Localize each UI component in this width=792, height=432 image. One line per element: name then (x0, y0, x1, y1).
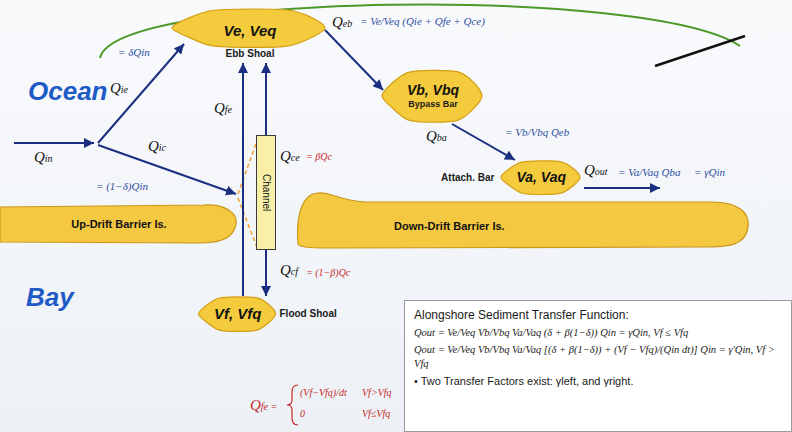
transfer-arc (100, 5, 740, 58)
flux-formula: = (1−β)Qc (306, 266, 350, 279)
formula-box: Alongshore Sediment Transfer Function: Qo… (404, 300, 792, 432)
split-dash (238, 198, 258, 250)
label-slot: 0 (300, 407, 305, 420)
shoal-shape (172, 9, 325, 47)
edge-label-slot: Qfe (214, 100, 232, 118)
node-text: Ve, Veq (175, 8, 325, 48)
flux-formula: = Vb/Vbq Qeb (505, 126, 569, 139)
edge-label-slot: Qcf (280, 262, 298, 280)
node-text: Va, Vaq (502, 160, 580, 195)
shoal-shape (198, 297, 275, 332)
label-slot: Vf>Vfq (362, 386, 392, 399)
node-caption: • Two Transfer Factors exist: γleft, and… (414, 374, 782, 389)
island-shape (0, 205, 236, 243)
node-text: Up-Drift Barrier Is. (71, 218, 166, 230)
flux-symbol: Qce (280, 148, 300, 166)
channel-box: Channel (256, 135, 276, 250)
pointer-line (655, 36, 745, 66)
label-slot: = γQin (694, 166, 725, 179)
flux-formula: = Va/Vaq Qba (618, 166, 680, 179)
node-caption: Qout = Ve/Veq Vb/Vbq Va/Vaq (δ + β(1−δ))… (414, 326, 782, 340)
node-text: Down-Drift Barrier Is. (394, 220, 505, 232)
node-caption: Bypass Bar (408, 99, 458, 110)
ebb-shoal: Ve, VeqEbb Shoal (175, 8, 325, 63)
flux-condition: Vf≤Vfq (362, 407, 390, 420)
label-slot: Qfe = (250, 397, 277, 415)
label-slot: Qout (584, 162, 608, 180)
barrier-island-outline (296, 192, 752, 250)
node-text: Vf, Vfq (200, 296, 276, 332)
label-slot: = βQc (306, 150, 332, 163)
label-slot: Qin (34, 149, 53, 167)
island-shape (298, 193, 749, 248)
label-slot: (Vf−Vfq)/dt (300, 386, 347, 399)
node-text: Vb, Vbq (407, 82, 459, 99)
label-slot: = (1−β)Qc (306, 266, 350, 279)
shoal-shape (501, 161, 580, 195)
flux-arrow (242, 63, 244, 296)
flux-symbol: Qin (34, 149, 53, 167)
brace (287, 385, 298, 425)
attachment-bar: Va, Vaq Attach. Bar (425, 160, 580, 195)
flux-symbol: Qfe (214, 100, 232, 118)
label-slot: = Ve/Veq (Qie + Qfe + Qce) (360, 15, 485, 28)
label-slot: Qie (110, 80, 128, 98)
flux-formula: = (1−δ)Qin (96, 180, 148, 193)
node-text: Alongshore Sediment Transfer Function: (414, 307, 782, 323)
node-caption: Qout = Ve/Veq Vb/Vbq Va/Vaq [(δ + β(1−δ)… (414, 343, 782, 371)
flux-formula: = βQc (306, 150, 332, 163)
flux-formula: 0 (300, 407, 305, 420)
outflow-arrow (584, 187, 660, 189)
label-slot: = δQin (118, 46, 150, 59)
flux-arrow (265, 63, 267, 135)
inflow-arrow (14, 142, 94, 144)
flux-formula: = γQin (694, 166, 725, 179)
edge-label-slot: Qba (426, 128, 447, 146)
flux-symbol: Qba (426, 128, 447, 146)
edge-label-slot: Qeb (332, 14, 352, 32)
label-slot: Ocean (28, 76, 108, 106)
label-slot: = Vb/Vbq Qeb (505, 126, 569, 139)
edge-label-slot: Qce (280, 148, 300, 166)
flux-symbol: Qcf (280, 262, 298, 280)
flux-arrow (265, 250, 267, 296)
flood-shoal: Vf, Vfq Flood Shoal (200, 296, 337, 332)
barrier-island: Down-Drift Barrier Is. (296, 192, 752, 250)
label-slot: = (1−δ)Qin (96, 180, 148, 193)
split-dash (238, 138, 258, 194)
flux-symbol: Qie (110, 80, 128, 98)
label-slot: Qic (148, 138, 166, 156)
label-slot: Vf≤Vfq (362, 407, 390, 420)
flow-arrow (98, 44, 184, 143)
barrier-island: Up-Drift Barrier Is. (0, 203, 238, 245)
node-caption: Ebb Shoal (175, 48, 325, 60)
region-label: Bay (26, 282, 74, 312)
flux-condition: Vf>Vfq (362, 386, 392, 399)
flux-symbol: Qeb (332, 14, 352, 32)
node-caption: Flood Shoal (280, 308, 337, 320)
flux-formula: = Ve/Veq (Qie + Qfe + Qce) (360, 15, 485, 28)
region-label: Ocean (28, 76, 108, 106)
flux-formula: (Vf−Vfq)/dt (300, 386, 347, 399)
node-text: Channel (260, 174, 272, 211)
label-slot: Bay (26, 282, 74, 312)
flux-symbol: Qout (584, 162, 608, 180)
flux-formula: = δQin (118, 46, 150, 59)
label-slot: = Va/Vaq Qba (618, 166, 680, 179)
flux-symbol: Qic (148, 138, 166, 156)
flux-symbol: Qfe = (250, 397, 277, 415)
shoal-shape (382, 70, 482, 122)
bypass-bar: Vb, VbqBypass Bar (383, 68, 483, 124)
flux-arrow (325, 30, 383, 90)
node-caption: Attach. Bar (441, 172, 494, 184)
